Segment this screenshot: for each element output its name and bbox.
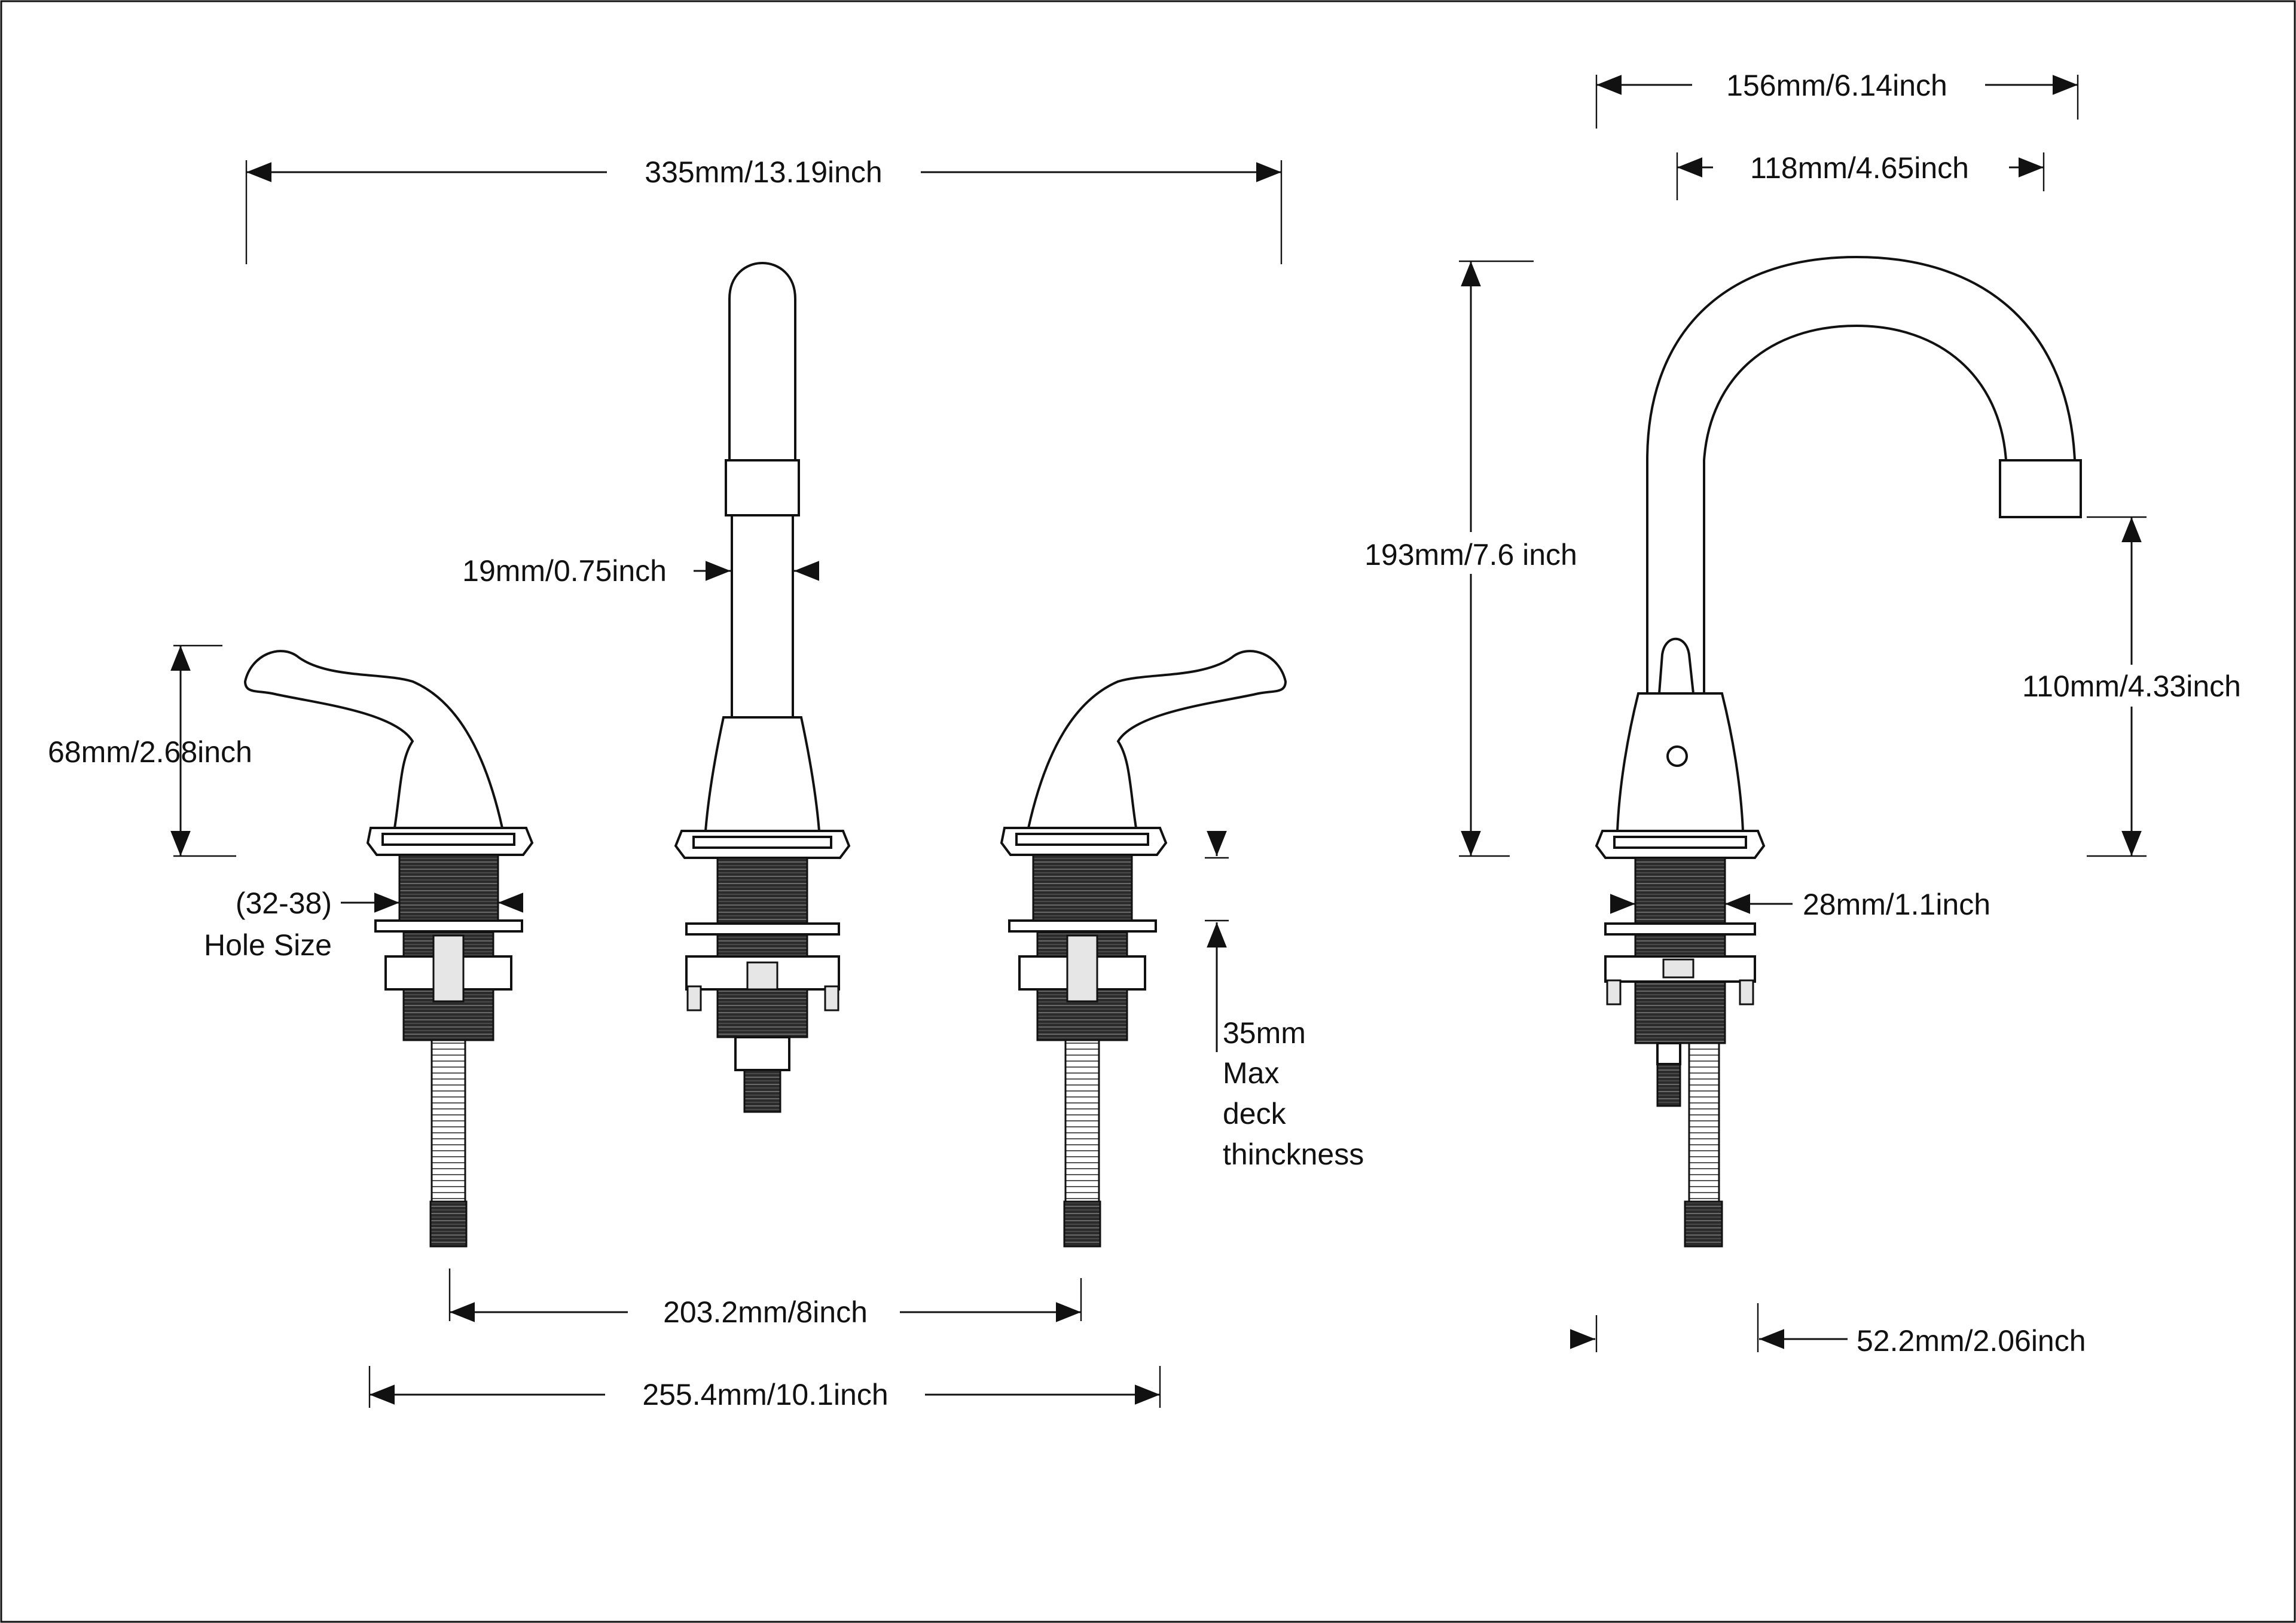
left-shank bbox=[398, 854, 499, 928]
label-spout-clearance: 110mm/4.33inch bbox=[2022, 670, 2241, 703]
left-escutcheon bbox=[381, 833, 515, 846]
spout-tube-top bbox=[728, 262, 796, 461]
label-spout-reach: 156mm/6.14inch bbox=[1726, 69, 1947, 102]
right-deck-plate bbox=[1008, 919, 1157, 933]
left-connector bbox=[429, 1200, 468, 1248]
right-supply-line bbox=[1064, 1039, 1100, 1203]
center-spout-assembly bbox=[674, 262, 851, 1113]
label-hole-size-range: (32-38) bbox=[236, 887, 332, 920]
spout-collar bbox=[725, 459, 800, 516]
side-aerator-hole bbox=[1666, 745, 1688, 767]
side-outlet-fitting bbox=[1656, 1063, 1681, 1107]
side-deck-plate bbox=[1604, 922, 1756, 936]
spout-deck-plate bbox=[685, 922, 840, 936]
side-outlet bbox=[1656, 1042, 1681, 1065]
spout-body bbox=[704, 716, 821, 832]
label-deck-thickness-2: Max bbox=[1223, 1056, 1279, 1090]
label-deck-thickness-1: 35mm bbox=[1223, 1016, 1306, 1050]
spout-shank bbox=[716, 857, 808, 1038]
label-handle-height: 68mm/2.68inch bbox=[48, 735, 252, 769]
side-shank bbox=[1634, 857, 1726, 1044]
label-spout-reach-inner: 118mm/4.65inch bbox=[1750, 151, 1969, 185]
right-shank bbox=[1032, 854, 1133, 928]
right-lever bbox=[1027, 650, 1287, 829]
right-connector bbox=[1063, 1200, 1101, 1248]
spout-outlet bbox=[734, 1036, 790, 1071]
right-handle-assembly bbox=[1000, 650, 1287, 1248]
side-lever bbox=[1657, 637, 1695, 695]
side-view-spout-assembly bbox=[1595, 255, 2082, 1248]
left-lever bbox=[243, 650, 504, 829]
label-spout-diameter: 19mm/0.75inch bbox=[462, 554, 667, 588]
label-center-spacing: 203.2mm/8inch bbox=[663, 1295, 868, 1329]
label-hole-size: Hole Size bbox=[204, 928, 332, 962]
left-handle-assembly bbox=[243, 650, 534, 1248]
dimension-labels: 335mm/13.19inch 19mm/0.75inch 68mm/2.68i… bbox=[48, 64, 2275, 1416]
side-connector bbox=[1684, 1200, 1723, 1248]
left-supply-line bbox=[430, 1039, 466, 1203]
spout-outlet-fitting bbox=[743, 1069, 781, 1113]
spout-tip bbox=[1999, 459, 2082, 518]
label-deck-thickness-4: thinckness bbox=[1223, 1138, 1364, 1171]
label-shank-diameter: 28mm/1.1inch bbox=[1803, 888, 1990, 921]
side-supply-line bbox=[1688, 1042, 1720, 1203]
left-deck-plate bbox=[374, 919, 523, 933]
gooseneck-spout bbox=[1646, 255, 2076, 704]
label-total-spread: 255.4mm/10.1inch bbox=[642, 1378, 888, 1411]
label-base-offset: 52.2mm/2.06inch bbox=[1857, 1324, 2086, 1358]
label-overall-width: 335mm/13.19inch bbox=[645, 155, 882, 189]
spout-tube-bottom bbox=[731, 514, 794, 720]
label-deck-thickness-3: deck bbox=[1223, 1097, 1287, 1130]
label-spout-height: 193mm/7.6 inch bbox=[1364, 538, 1577, 571]
